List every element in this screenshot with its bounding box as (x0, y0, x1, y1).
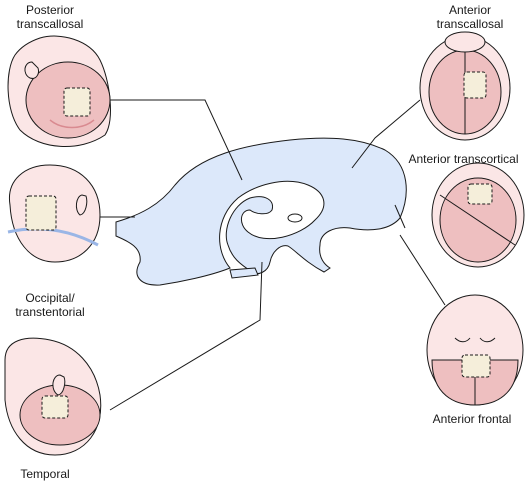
label-temporal: Temporal (20, 467, 70, 481)
leader-temporal (109, 261, 263, 411)
craniotomy-flap (41, 395, 69, 419)
midline (439, 194, 516, 246)
ear-icon (75, 194, 88, 216)
posterior-transcallosal-head (7, 35, 111, 147)
face-icon (444, 31, 486, 53)
craniotomy-flap (463, 71, 487, 99)
label-anterior-frontal: Anterior frontal (432, 412, 512, 426)
leader-lines (100, 99, 446, 411)
tentorium (7, 227, 99, 247)
eyes-icon (454, 337, 496, 343)
label-posterior-transcallosal: Posterior transcallosal (16, 3, 84, 31)
temporal-head (4, 337, 102, 456)
leader-anterior-frontal (399, 234, 446, 306)
leader-posterior-transcallosal (100, 99, 243, 181)
incision-line (49, 119, 95, 129)
anterior-frontal-head (426, 294, 524, 406)
label-occipital-transtentorial: Occipital/ transtentorial (15, 291, 85, 319)
label-anterior-transcortical: Anterior transcortical (408, 152, 519, 166)
occipital-head (7, 164, 101, 263)
leader-anterior-transcallosal (351, 99, 421, 169)
ear-icon (24, 61, 39, 79)
anterior-transcallosal-head (419, 31, 511, 141)
temporal-horn (229, 267, 259, 279)
ear-icon (52, 374, 66, 396)
ventricle-body (115, 137, 407, 286)
craniotomy-flap (467, 183, 493, 205)
lateral-ventricle (115, 137, 407, 286)
craniotomy-flap (461, 354, 491, 378)
label-anterior-transcallosal: Anterior transcallosal (436, 3, 504, 31)
anterior-transcortical-head (431, 162, 525, 268)
leader-anterior-transcortical (394, 204, 406, 229)
craniotomy-flap (63, 87, 91, 117)
foramen (287, 213, 303, 223)
craniotomy-flap (25, 195, 57, 231)
